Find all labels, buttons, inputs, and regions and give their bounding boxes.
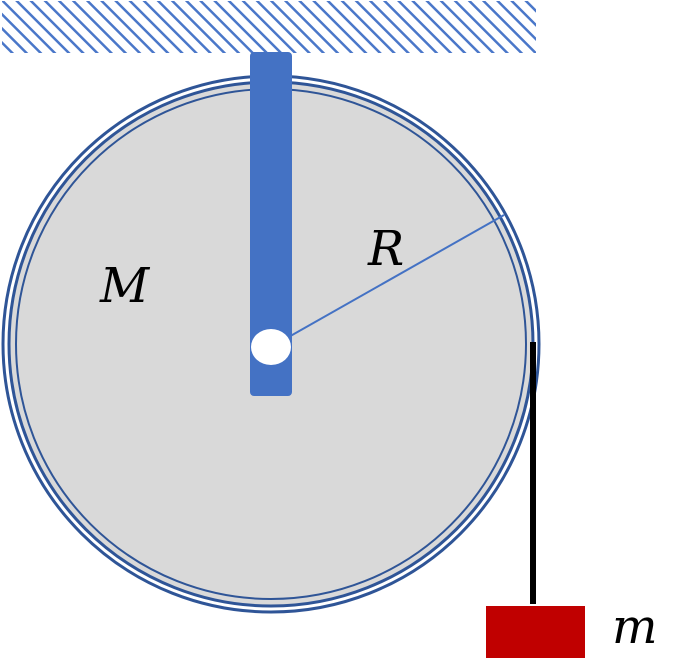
axle: [251, 329, 291, 365]
support-rod: [250, 52, 292, 396]
disk-mass-label: M: [99, 258, 151, 314]
hanging-mass-label: m: [612, 599, 658, 655]
radius-label: R: [367, 221, 404, 277]
radius-line: [270, 214, 505, 348]
ceiling: [2, 1, 536, 53]
hanging-block: [486, 606, 585, 658]
